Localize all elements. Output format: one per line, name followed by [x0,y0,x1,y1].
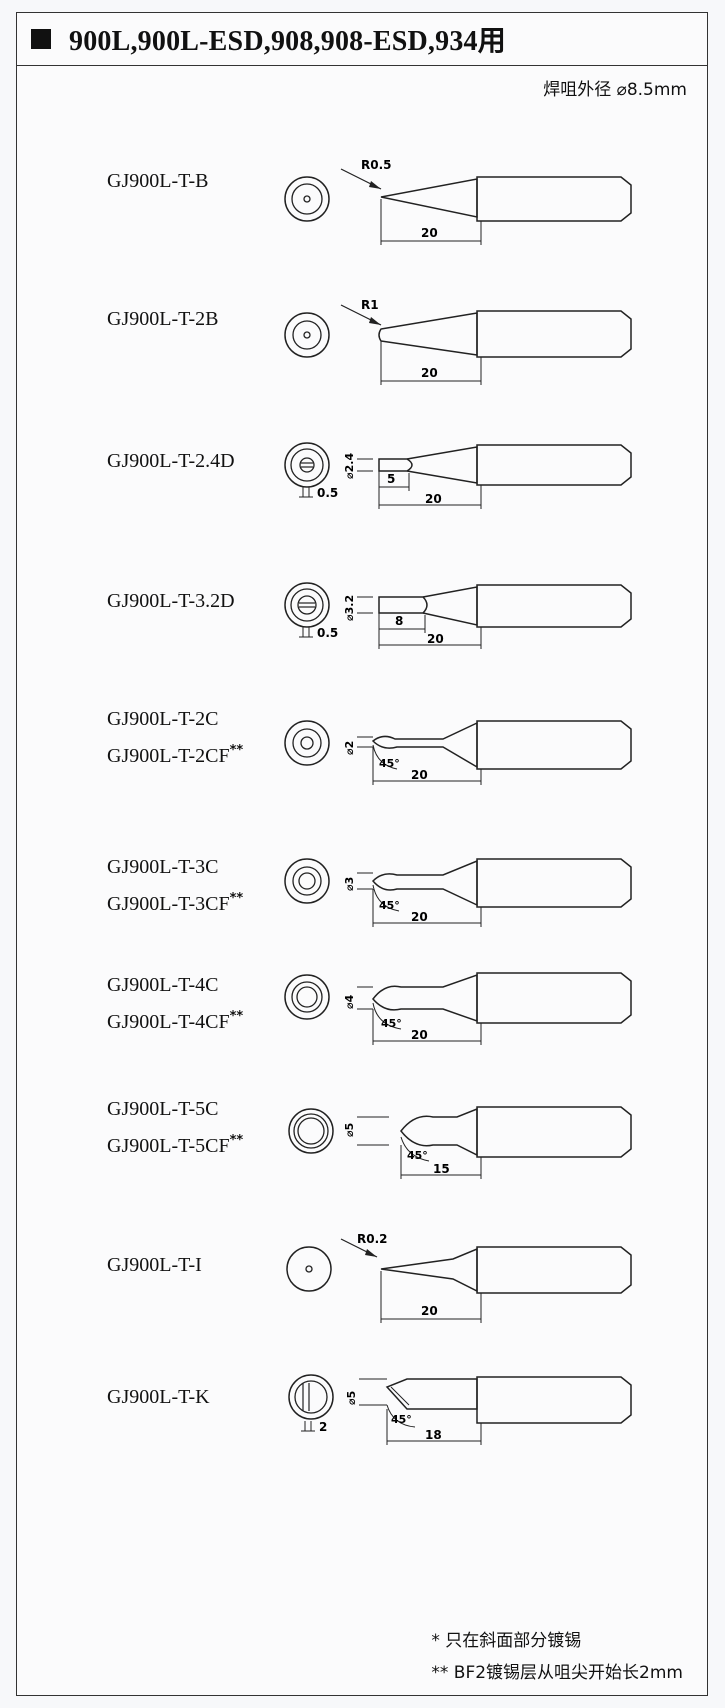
footnotes: * 只在斜面部分镀锡 ** BF2镀锡层从咀尖开始长2mm [431,1625,683,1689]
diameter-label: ⌀5 [343,1123,356,1137]
tip-drawing-t-5c: ⌀5 45° 15 [288,1106,632,1179]
bf2-mark: ** [229,743,244,758]
tip-drawing-t-2b: R1 20 [284,298,632,385]
sub-length-label: 8 [395,614,403,628]
tip-drawing-t-b: R0.5 20 [284,158,632,245]
length-label: 20 [421,366,438,380]
length-label: 18 [425,1428,442,1442]
angle-label: 45° [391,1413,412,1426]
tip-drawing-t-4c: ⌀4 45° 20 [284,972,632,1045]
tip-model: GJ900L-T-3C [107,856,219,878]
tip-model-cf: GJ900L-T-2CF** [107,743,244,767]
radius-label: R0.2 [357,1233,388,1246]
length-label: 20 [411,910,428,924]
tip-drawing-t-3c: ⌀3 45° 20 [284,858,632,927]
flat-thickness-label: 2 [319,1420,327,1434]
tip-model: GJ900L-T-I [107,1254,202,1276]
bf2-mark: ** [229,1009,244,1024]
tip-model-cf: GJ900L-T-5CF** [107,1133,244,1157]
diameter-label: ⌀3.2 [343,595,356,621]
angle-label: 45° [379,899,400,912]
tip-model: GJ900L-T-2.4D [107,450,235,472]
length-label: 20 [421,226,438,240]
tip-drawing-t-2c: ⌀2 45° 20 [284,720,632,785]
tip-model: GJ900L-T-2C [107,708,219,730]
bullet-square-icon [31,29,51,49]
length-label: 20 [427,632,444,646]
tip-model: GJ900L-T-5C [107,1098,219,1120]
tip-model: GJ900L-T-B [107,170,209,192]
bf2-mark: ** [229,1133,244,1148]
tip-model: GJ900L-T-2B [107,308,219,330]
diameter-label: ⌀4 [343,994,356,1009]
flat-thickness-label: 0.5 [317,626,338,640]
tip-drawing-t-k: 2 ⌀5 45° 18 [288,1374,632,1445]
radius-label: R0.5 [361,158,392,172]
angle-label: 45° [379,757,400,770]
length-label: 15 [433,1162,450,1176]
diameter-label: ⌀5 [345,1391,358,1405]
tip-drawing-t-i: R0.2 20 [286,1233,632,1323]
angle-label: 45° [381,1017,402,1030]
bf2-mark: ** [229,891,244,906]
angle-label: 45° [407,1149,428,1162]
tip-model-cf: GJ900L-T-4CF** [107,1009,244,1033]
section-header: 900L,900L-ESD,908,908-ESD,934用 [17,13,707,66]
tip-drawing-t-2-4d: 0.5 ⌀2.4 5 20 [284,442,632,509]
tip-model-group: GJ900L-T-4C GJ900L-T-4CF** [107,969,243,1038]
length-label: 20 [411,1028,428,1042]
diameter-label: ⌀3 [343,877,356,891]
tip-drawing-t-3-2d: 0.5 ⌀3.2 8 20 [284,582,632,649]
tip-model: GJ900L-T-3.2D [107,590,235,612]
tip-model-group: GJ900L-T-5C GJ900L-T-5CF** [107,1093,243,1162]
sub-length-label: 5 [387,472,395,486]
diameter-label: ⌀2.4 [343,453,356,479]
footnote-double-star: ** BF2镀锡层从咀尖开始长2mm [431,1663,683,1683]
tip-model-cf: GJ900L-T-3CF** [107,891,244,915]
tip-model-group: GJ900L-T-2C GJ900L-T-2CF** [107,703,243,772]
radius-label: R1 [361,298,379,312]
length-label: 20 [421,1304,438,1318]
diameter-label: ⌀2 [343,741,356,755]
tip-model: GJ900L-T-K [107,1386,210,1408]
section-title: 900L,900L-ESD,908,908-ESD,934用 [69,26,506,57]
tip-model-group: GJ900L-T-3C GJ900L-T-3CF** [107,851,243,920]
catalog-sheet: 900L,900L-ESD,908,908-ESD,934用 焊咀外径 ⌀8.5… [16,12,708,1696]
footnote-single-star: * 只在斜面部分镀锡 [431,1631,582,1651]
flat-thickness-label: 0.5 [317,486,338,500]
length-label: 20 [425,492,442,506]
length-label: 20 [411,768,428,782]
tip-outer-diameter: 焊咀外径 ⌀8.5mm [543,80,687,100]
tip-model: GJ900L-T-4C [107,974,219,996]
